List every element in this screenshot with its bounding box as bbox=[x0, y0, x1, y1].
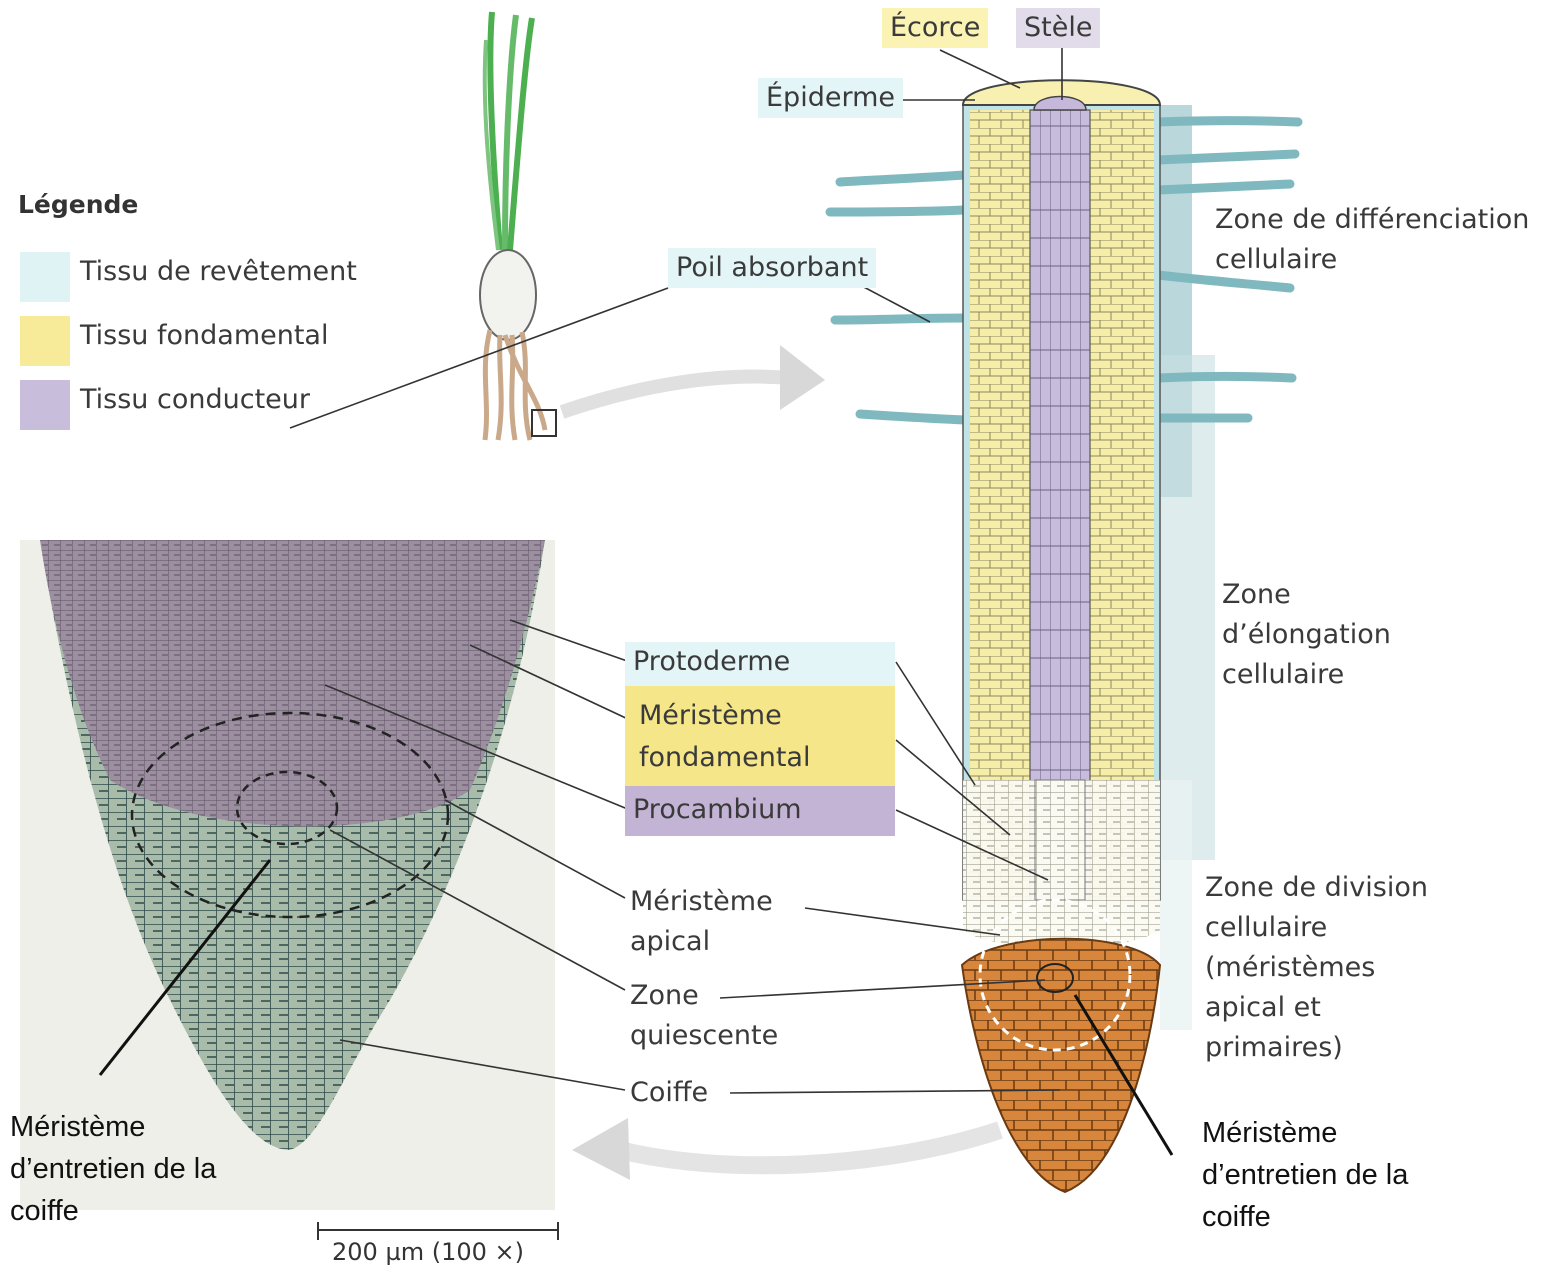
label-procambium: Procambium bbox=[625, 786, 895, 836]
legend-swatch bbox=[20, 252, 70, 302]
onion-plant-illustration bbox=[480, 12, 556, 440]
zoom-arrow-top bbox=[562, 377, 790, 412]
label-meristeme-fondamental-box: Méristème fondamental bbox=[625, 686, 895, 786]
label-protoderme: Protoderme bbox=[625, 642, 895, 686]
zone-division: Zone de division cellulaire (méristèmes … bbox=[1205, 868, 1428, 1068]
zone-differenciation: Zone de différenciation cellulaire bbox=[1215, 200, 1529, 280]
note-meristeme-entretien-left: Méristème d’entretien de la coiffe bbox=[10, 1106, 216, 1232]
label-poil-absorbant: Poil absorbant bbox=[668, 248, 876, 288]
legend-swatch bbox=[20, 316, 70, 366]
legend-title: Légende bbox=[18, 190, 138, 219]
legend-label: Tissu de revêtement bbox=[80, 256, 357, 287]
scale-bar-label: 200 µm (100 ×) bbox=[332, 1238, 524, 1266]
label-meristeme-apical-line1: Méristème bbox=[630, 882, 773, 922]
label-meristeme-apical-line2: apical bbox=[630, 922, 710, 962]
label-zone-quiescente-line2: quiescente bbox=[630, 1016, 778, 1056]
legend-swatch bbox=[20, 380, 70, 430]
zone-band-division bbox=[1160, 780, 1192, 1030]
label-ecorce: Écorce bbox=[882, 8, 988, 48]
legend-label: Tissu conducteur bbox=[80, 384, 310, 415]
note-meristeme-entretien-right: Méristème d’entretien de la coiffe bbox=[1202, 1112, 1408, 1238]
zoom-arrow-bottom bbox=[620, 1130, 1000, 1165]
label-zone-quiescente-line1: Zone bbox=[630, 976, 699, 1016]
label-coiffe: Coiffe bbox=[630, 1073, 708, 1113]
zone-elongation: Zone d’élongation cellulaire bbox=[1222, 575, 1391, 695]
label-stele: Stèle bbox=[1016, 8, 1100, 48]
label-meristeme-fondamental-line1: Méristème bbox=[639, 696, 782, 736]
label-epiderme: Épiderme bbox=[758, 78, 903, 118]
legend-label: Tissu fondamental bbox=[80, 320, 328, 351]
label-meristeme-fondamental-line2: fondamental bbox=[639, 738, 810, 778]
